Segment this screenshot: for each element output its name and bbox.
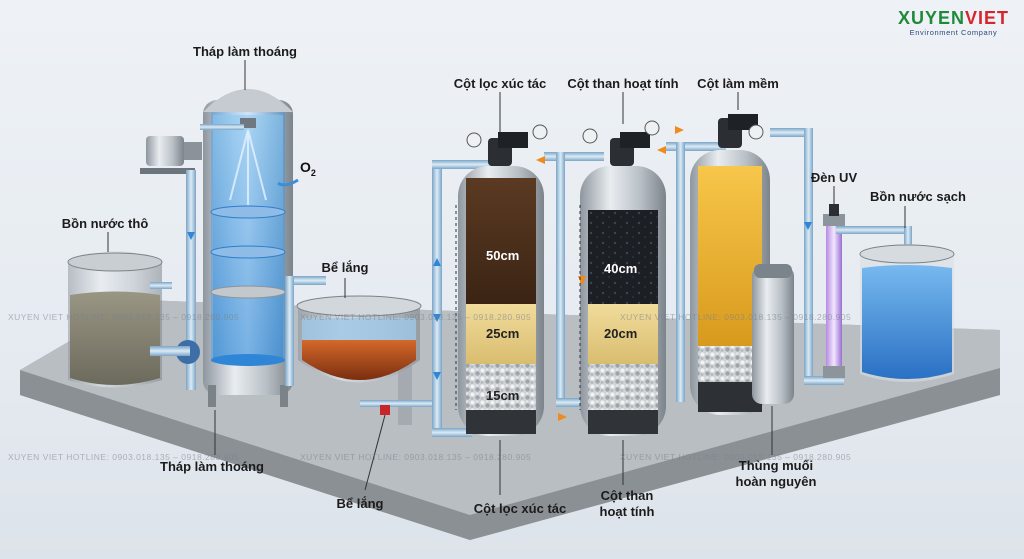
label-carbon-column-top: Cột than hoạt tính [567,76,679,91]
label-softener-column: Cột làm mềm [697,76,779,91]
label-brine-tank: Thùng muối hoàn nguyên [735,458,817,489]
watermark: XUYEN VIET HOTLINE: 0903.018.135 – 0918.… [300,312,532,322]
oxygen-arrow [277,178,299,187]
aeration-tower [200,89,293,407]
clean-water-tank [859,244,955,382]
water-arrows [187,222,812,380]
watermark: XUYEN VIET HOTLINE: 0903.018.135 – 0918.… [8,312,240,322]
catalyst-filter-column [458,124,548,436]
uv-lamp [823,204,912,378]
label-uv-lamp: Đèn UV [810,170,858,185]
company-logo: XUYENVIET Environment Company [898,8,1009,37]
label-settling-tank-bottom: Bể lắng [336,496,384,511]
softener-column [690,114,770,415]
label-aeration-tower-bottom: Tháp làm thoáng [160,459,264,474]
label-settling-tank-top: Bể lắng [321,260,369,275]
raw-water-tank [67,251,172,388]
logo-tagline: Environment Company [909,28,998,37]
layer-label-carbon-1: 40cm [604,261,638,276]
watermark: XUYEN VIET HOTLINE: 0903.018.135 – 0918.… [620,312,852,322]
label-raw-water-tank: Bồn nước thô [61,216,149,231]
label-catalyst-column-bottom: Cột lọc xúc tác [473,501,567,516]
label-clean-water-tank: Bồn nước sạch [870,189,966,204]
activated-carbon-column [580,120,666,436]
label-oxygen: O2 [300,159,316,178]
watermark: XUYEN VIET HOTLINE: 0903.018.135 – 0918.… [8,452,240,462]
label-aeration-tower-top: Tháp làm thoáng [193,44,297,59]
depth-markers [455,205,581,410]
brine-tank [752,264,794,404]
logo-brand: XUYENVIET [898,8,1010,28]
layer-label-carbon-2: 20cm [604,326,638,341]
label-carbon-column-bottom: Cột than hoạt tính [599,488,655,519]
layer-label-catalyst-2: 25cm [486,326,520,341]
settling-tank [296,295,440,425]
watermark: XUYEN VIET HOTLINE: 0903.018.135 – 0918.… [620,452,852,462]
layer-label-catalyst-3: 15cm [486,388,520,403]
watermark: XUYEN VIET HOTLINE: 0903.018.135 – 0918.… [300,452,532,462]
blower-motor [140,136,202,390]
layer-label-catalyst-1: 50cm [486,248,520,263]
label-catalyst-column-top: Cột lọc xúc tác [453,76,547,91]
leader-lines [107,60,906,495]
